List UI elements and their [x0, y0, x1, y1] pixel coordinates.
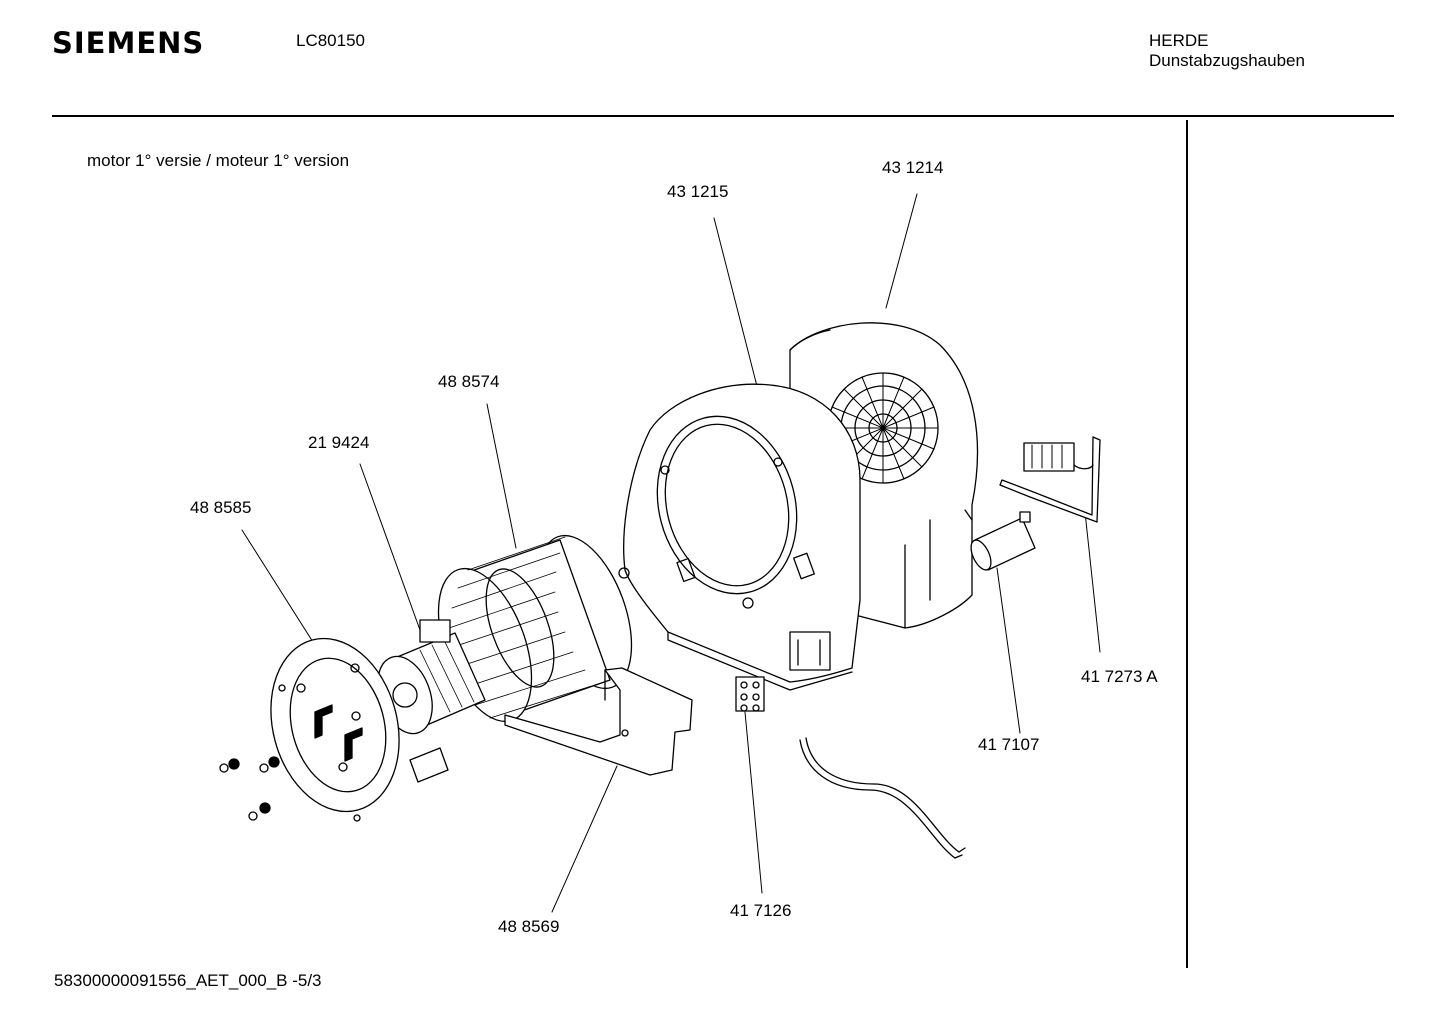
motor: [377, 619, 486, 783]
part-label-219424: 21 9424: [308, 433, 370, 452]
part-label-4172773a: 41 7273 A: [1081, 667, 1158, 686]
brand-logo: SIEMENS: [52, 26, 205, 60]
capacitor: [970, 511, 1036, 571]
terminal-block: [735, 676, 765, 712]
category-line-2: Dunstabzugshauben: [1149, 51, 1305, 70]
category-line-1: HERDE: [1149, 31, 1209, 50]
capacitor-bracket: [999, 436, 1101, 523]
diagram-subtitle: motor 1° versie / moteur 1° version: [87, 151, 350, 170]
part-label-431214: 43 1214: [882, 158, 944, 177]
front-housing: [618, 383, 861, 691]
part-label-488585: 48 8585: [190, 498, 252, 517]
part-label-417107: 41 7107: [978, 735, 1040, 754]
part-label-488569: 48 8569: [498, 917, 560, 936]
mounting-plate: [270, 637, 400, 822]
blower-wheel: [437, 534, 633, 723]
document-id: 58300000091556_AET_000_B -5/3: [54, 971, 322, 990]
part-label-431215: 43 1215: [667, 182, 729, 201]
part-label-417126: 41 7126: [730, 901, 792, 920]
model-number: LC80150: [296, 31, 366, 50]
part-label-488574: 48 8574: [438, 372, 500, 391]
screws: [219, 756, 280, 821]
power-cable: [799, 737, 966, 859]
right-margin-divider: [1186, 120, 1188, 968]
header-divider: [52, 115, 1394, 117]
leader-lines: [241, 193, 1101, 913]
bracket: [504, 667, 693, 776]
